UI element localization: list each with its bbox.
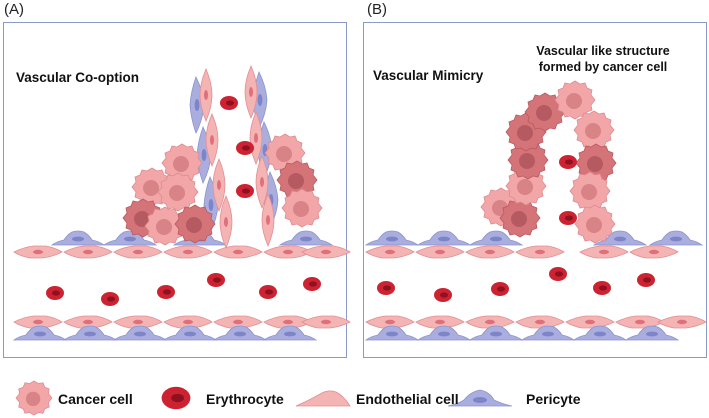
- erythrocyte-icon: [161, 386, 191, 410]
- panel-a-letter: (A): [4, 1, 24, 18]
- panel-a-title: Vascular Co-option: [16, 70, 140, 85]
- panel-b-subtitle: Vascular like structure formed by cancer…: [508, 43, 698, 75]
- panel-b-letter: (B): [367, 1, 387, 18]
- legend-label-endothelial-cell: Endothelial cell: [356, 391, 459, 407]
- panel-b-subtitle-line-2: formed by cancer cell: [538, 60, 668, 74]
- panel-a-frame: [3, 22, 347, 358]
- panel-b-subtitle-line-1: Vascular like structure: [536, 44, 670, 58]
- legend-label-cancer-cell: Cancer cell: [58, 391, 133, 407]
- legend-label-pericyte: Pericyte: [526, 391, 581, 407]
- panel-a-vessel: [13, 230, 351, 341]
- endothelial-cell-icon: [295, 390, 351, 407]
- panel-b-mimicry-channel: [480, 80, 617, 244]
- pericyte-icon: [447, 389, 513, 407]
- panel-b-title: Vascular Mimicry: [373, 68, 484, 83]
- panel-b-vessel: [365, 230, 707, 341]
- panel-b-frame: [363, 22, 707, 358]
- legend-label-erythrocyte: Erythrocyte: [206, 391, 284, 407]
- cancer-cell-icon: [15, 380, 53, 416]
